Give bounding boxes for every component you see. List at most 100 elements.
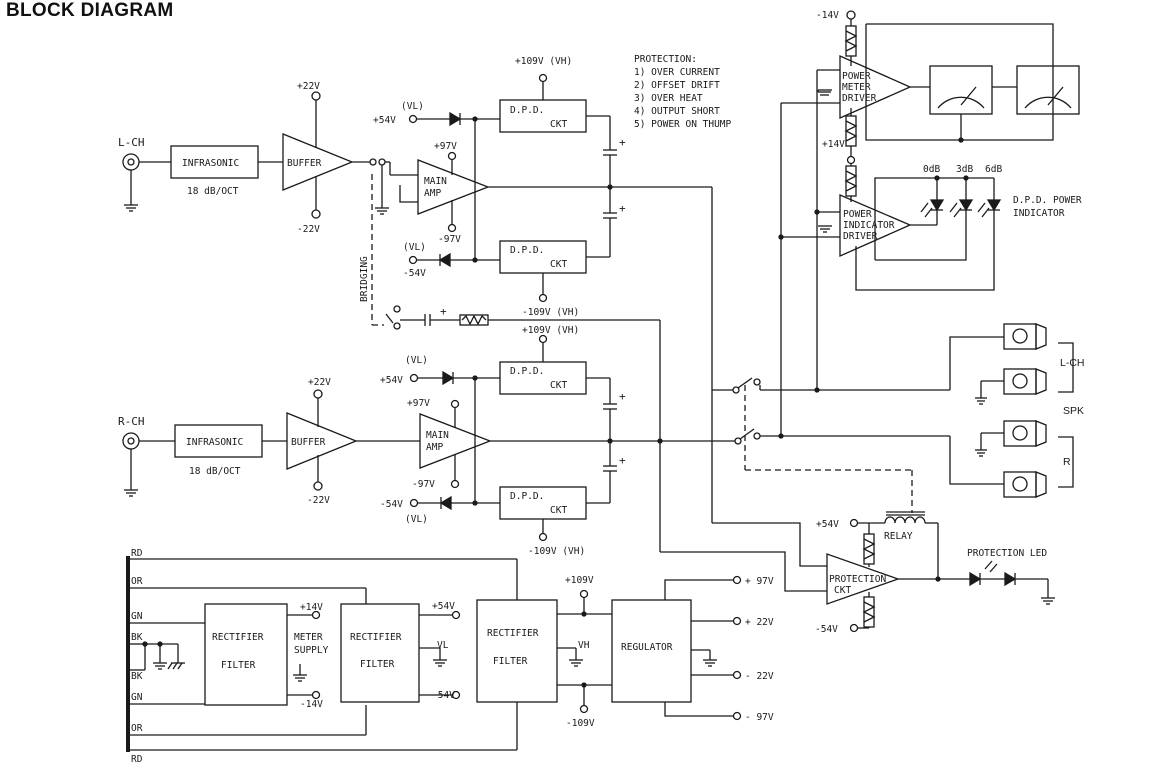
protection-item-4: 4) OUTPUT SHORT <box>634 106 720 117</box>
l-ch-label: L-CH <box>118 136 145 149</box>
svg-text:+: + <box>619 390 626 403</box>
dpd-lower-r: -54V (VL) D.P.D. CKT -109V (VH) <box>380 486 587 557</box>
p54-prot-label: +54V <box>816 519 839 530</box>
main-amp-l: MAIN AMP +97V -97V <box>399 141 490 245</box>
regulator-label: REGULATOR <box>621 642 673 653</box>
spk-label: SPK <box>1063 405 1084 417</box>
m22-label: -22V <box>297 224 320 235</box>
rectifier-filter-vl: RECTIFIER FILTER +54V -54V VL <box>340 601 461 703</box>
p109vh-label-r: +109V (VH) <box>522 325 579 336</box>
vl-label-2: (VL) <box>403 242 426 253</box>
protection-item-2: 2) OFFSET DRIFT <box>634 80 720 91</box>
p54-supply-label: +54V <box>432 601 455 612</box>
dpd-r-label-2: CKT <box>550 380 567 391</box>
dpd-label-2: CKT <box>550 119 567 130</box>
dpd-r-label-1: D.P.D. <box>510 366 544 377</box>
vl-label-r2: (VL) <box>405 514 428 525</box>
level-6db: 6dB <box>985 164 1002 175</box>
relay-label: RELAY <box>884 531 913 542</box>
vl-label: (VL) <box>401 101 424 112</box>
dpd-lower-l: (VL) -54V D.P.D. CKT -109V (VH) <box>403 240 587 318</box>
level-3db: 3dB <box>956 164 973 175</box>
filter1-label: FILTER <box>221 660 256 671</box>
infrasonic-label: INFRASONIC <box>182 158 239 169</box>
main-amp-r-label-2: AMP <box>426 442 443 453</box>
r-ch-label: R-CH <box>118 415 145 428</box>
rectifier-filter-vh: RECTIFIER FILTER +109V -109V VH <box>476 575 612 729</box>
dpd-r-label-3: D.P.D. <box>510 491 544 502</box>
pi-label-2: INDICATOR <box>843 220 895 231</box>
r-ch-input: R-CH <box>118 415 175 497</box>
p22-label-r: +22V <box>308 377 331 388</box>
svg-text:+: + <box>619 454 626 467</box>
buffer-l: BUFFER +22V -22V <box>282 81 354 235</box>
regulator: REGULATOR + 97V + 22V - 22V - 97V <box>611 575 774 723</box>
tap-or-bot: OR <box>131 723 143 734</box>
m14-label: -14V <box>816 10 839 21</box>
buffer-label: BUFFER <box>287 158 322 169</box>
out-m22: - 22V <box>745 671 774 682</box>
tap-gn-bot: GN <box>131 692 143 703</box>
p14-supply-label: +14V <box>300 602 323 613</box>
m54-supply-label: -54V <box>432 690 455 701</box>
power-indicator-driver: +14V POWER INDICATOR DRIVER 0dB 3dB 6dB … <box>778 139 1082 291</box>
infrasonic-label-r: INFRASONIC <box>186 437 243 448</box>
pm-label-2: METER <box>842 82 871 93</box>
p97-label: +97V <box>434 141 457 152</box>
main-amp-label-1: MAIN <box>424 176 447 187</box>
dpd-r-label-4: CKT <box>550 505 567 516</box>
tap-bk-2: BK <box>131 671 143 682</box>
m97-label: -97V <box>438 234 461 245</box>
vh-label: VH <box>578 640 590 651</box>
p97-label-r: +97V <box>407 398 430 409</box>
protection-led-label: PROTECTION LED <box>967 548 1047 559</box>
m109-label: -109V <box>566 718 595 729</box>
pm-label-1: POWER <box>842 71 871 82</box>
page-title: BLOCK DIAGRAM <box>6 0 174 21</box>
protection-circuit: +54V PROTECTION CKT -54V RELAY PROTECTIO… <box>660 390 1055 635</box>
out-m97: - 97V <box>745 712 774 723</box>
prot-ckt-label-2: CKT <box>834 585 851 596</box>
prot-ckt-label-1: PROTECTION <box>829 574 886 585</box>
infrasonic-filter-l: INFRASONIC 18 dB/OCT <box>170 145 259 197</box>
buffer-r: BUFFER +22V -22V <box>286 377 358 506</box>
speaker-terminals: L-CH SPK R <box>949 323 1085 498</box>
dpd-label-1: D.P.D. <box>510 105 544 116</box>
m14-supply-label: -14V <box>300 699 323 710</box>
power-transformer: RD OR GN BK BK GN OR RD <box>126 548 518 765</box>
output-relay-contacts <box>711 187 950 513</box>
out-p22: + 22V <box>745 617 774 628</box>
vl-supply-label: VL <box>437 640 449 651</box>
dpd-power-indicator-2: INDICATOR <box>1013 208 1065 219</box>
dpd-power-indicator-1: D.P.D. POWER <box>1013 195 1082 206</box>
p109-label: +109V <box>565 575 594 586</box>
buffer-label-r: BUFFER <box>291 437 326 448</box>
infrasonic-note-r: 18 dB/OCT <box>189 466 241 477</box>
rectifier-filter-meter: RECTIFIER FILTER +14V -14V METER SUPPLY <box>204 602 329 710</box>
m54-label-r: -54V <box>380 499 403 510</box>
bridging-switch: BRIDGING + <box>359 174 661 552</box>
m97-label-r: -97V <box>412 479 435 490</box>
protection-item-1: 1) OVER CURRENT <box>634 67 720 78</box>
infrasonic-filter-r: INFRASONIC 18 dB/OCT <box>174 424 263 477</box>
dpd-upper-r: (VL) +54V D.P.D. CKT +109V (VH) + + <box>380 325 626 504</box>
tap-rd-bot: RD <box>131 754 143 765</box>
svg-text:+: + <box>619 202 626 215</box>
filter2-label: FILTER <box>360 659 395 670</box>
main-amp-label-2: AMP <box>424 188 441 199</box>
power-meter-driver: -14V POWER METER DRIVER <box>780 10 1080 436</box>
protection-heading: PROTECTION: <box>634 54 697 65</box>
rect1-label: RECTIFIER <box>212 632 264 643</box>
l-ch-input: L-CH <box>118 136 171 212</box>
protection-item-3: 3) OVER HEAT <box>634 93 703 104</box>
dpd-label-3: D.P.D. <box>510 245 544 256</box>
dpd-label-4: CKT <box>550 259 567 270</box>
tap-gn-top: GN <box>131 611 143 622</box>
main-amp-r: MAIN AMP +97V -97V <box>407 398 492 490</box>
spk-l-ch-label: L-CH <box>1060 357 1085 369</box>
svg-text:+: + <box>619 136 626 149</box>
m22-label-r: -22V <box>307 495 330 506</box>
pm-label-3: DRIVER <box>842 93 877 104</box>
spk-r-label: R <box>1063 456 1071 468</box>
tap-or-top: OR <box>131 576 143 587</box>
